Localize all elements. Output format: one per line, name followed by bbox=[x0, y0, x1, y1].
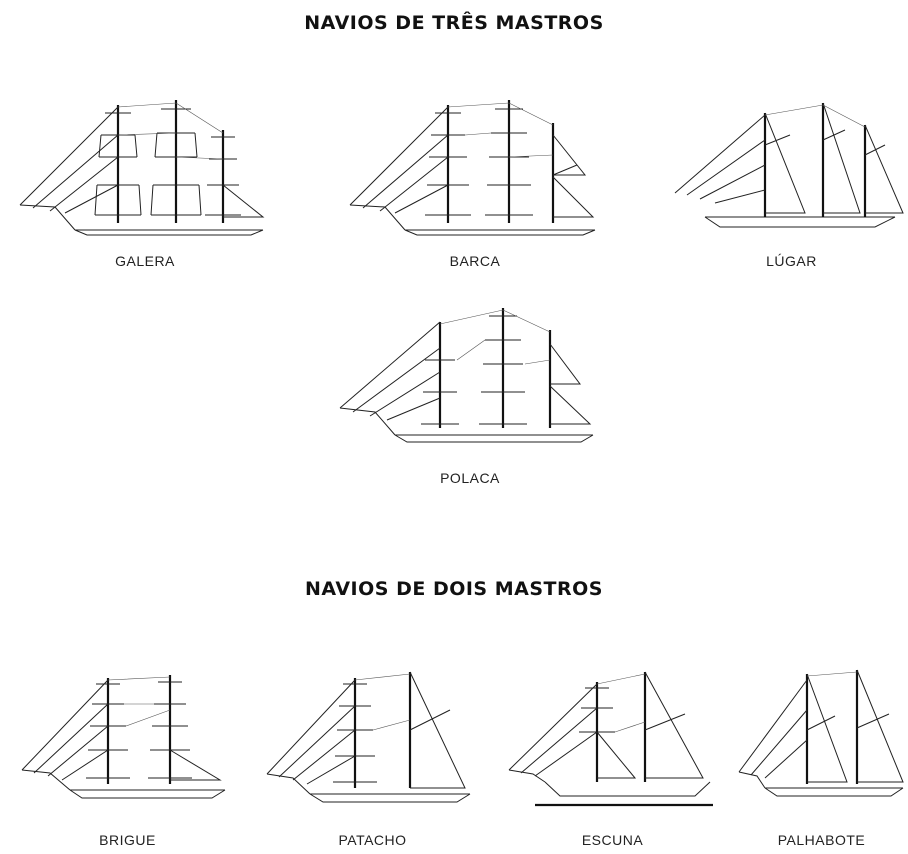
ship-barca: BARCA bbox=[345, 95, 605, 275]
patacho-illustration bbox=[265, 670, 480, 820]
lugar-illustration bbox=[675, 95, 908, 245]
section-title-three-masts: NAVIOS DE TRÊS MASTROS bbox=[0, 12, 908, 34]
ship-brigue: BRIGUE bbox=[20, 670, 235, 854]
galera-illustration bbox=[15, 95, 275, 245]
escuna-illustration bbox=[505, 670, 720, 820]
ship-label-patacho: PATACHO bbox=[265, 832, 480, 848]
ship-polaca: POLACA bbox=[335, 300, 605, 490]
ship-label-palhabote: PALHABOTE bbox=[735, 832, 908, 848]
palhabote-illustration bbox=[735, 670, 908, 820]
ship-label-galera: GALERA bbox=[15, 253, 275, 269]
brigue-illustration bbox=[20, 670, 235, 820]
ship-escuna: ESCUNA bbox=[505, 670, 720, 854]
ship-label-escuna: ESCUNA bbox=[505, 832, 720, 848]
barca-illustration bbox=[345, 95, 605, 245]
ship-lugar: LÚGAR bbox=[675, 95, 908, 275]
section-title-two-masts: NAVIOS DE DOIS MASTROS bbox=[0, 578, 908, 600]
ship-label-barca: BARCA bbox=[345, 253, 605, 269]
ship-label-polaca: POLACA bbox=[335, 470, 605, 486]
ship-palhabote: PALHABOTE bbox=[735, 670, 908, 854]
ship-galera: GALERA bbox=[15, 95, 275, 275]
ship-label-lugar: LÚGAR bbox=[675, 253, 908, 269]
polaca-illustration bbox=[335, 300, 605, 460]
ship-patacho: PATACHO bbox=[265, 670, 480, 854]
ship-label-brigue: BRIGUE bbox=[20, 832, 235, 848]
